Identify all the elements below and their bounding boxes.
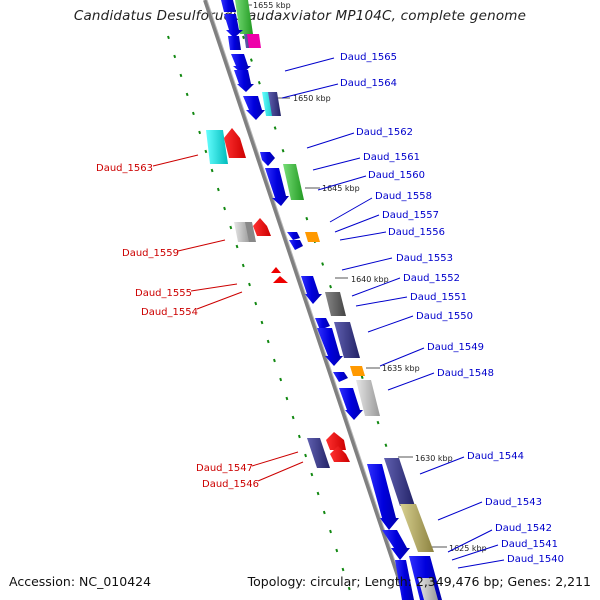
right-gene-labels: Daud_1565 Daud_1564 Daud_1562 Daud_1561 … xyxy=(340,52,564,565)
gene-block xyxy=(235,0,253,34)
gene-block xyxy=(400,504,434,552)
gene-label-daud-1552[interactable]: Daud_1552 xyxy=(403,273,460,284)
gene-block xyxy=(334,322,360,358)
gene-block xyxy=(356,380,380,416)
gene-block xyxy=(418,578,438,600)
gene-block xyxy=(221,0,236,12)
gene-label-daud-1541[interactable]: Daud_1541 xyxy=(501,539,558,550)
map-title: Candidatus Desulforudis audaxviator MP10… xyxy=(73,8,527,24)
gene-arrow xyxy=(265,168,289,206)
genome-backbone xyxy=(203,0,408,600)
kbp-label-1635: 1635 kbp xyxy=(382,364,420,373)
gene-label-daud-1554[interactable]: Daud_1554 xyxy=(141,307,198,318)
gene-label-daud-1548[interactable]: Daud_1548 xyxy=(437,368,494,379)
gene-block xyxy=(305,232,320,242)
gene-block xyxy=(247,34,261,48)
gene-arrow xyxy=(253,218,271,236)
gene-arrow xyxy=(224,128,246,158)
kbp-label-1645: 1645 kbp xyxy=(322,184,360,193)
right-label-leaders xyxy=(281,57,505,569)
gene-arrow xyxy=(367,464,399,530)
gene-label-daud-1558[interactable]: Daud_1558 xyxy=(375,191,432,202)
gene-label-daud-1544[interactable]: Daud_1544 xyxy=(467,451,524,462)
kbp-markers: 1655 kbp 1650 kbp 1645 kbp 1640 kbp 1635… xyxy=(239,1,487,553)
gene-label-daud-1543[interactable]: Daud_1543 xyxy=(485,497,542,508)
kbp-label-1625: 1625 kbp xyxy=(449,544,487,553)
gene-label-daud-1540[interactable]: Daud_1540 xyxy=(507,554,564,565)
gene-block xyxy=(228,36,241,50)
left-label-leaders xyxy=(152,154,304,482)
reverse-strand-genes xyxy=(206,128,350,468)
gene-block xyxy=(395,560,414,600)
gene-arrow xyxy=(339,388,363,420)
gene-arrow xyxy=(287,232,300,240)
gene-label-daud-1562[interactable]: Daud_1562 xyxy=(356,127,413,138)
gene-block xyxy=(350,366,365,376)
gene-label-daud-1557[interactable]: Daud_1557 xyxy=(382,210,439,221)
gene-label-daud-1556[interactable]: Daud_1556 xyxy=(388,227,445,238)
gene-arrow xyxy=(224,14,243,38)
kbp-label-1630: 1630 kbp xyxy=(415,454,453,463)
gene-block xyxy=(206,130,228,164)
kbp-label-1640: 1640 kbp xyxy=(351,275,389,284)
kbp-label-1650: 1650 kbp xyxy=(293,94,331,103)
gene-arrow xyxy=(273,276,288,283)
gene-label-daud-1564[interactable]: Daud_1564 xyxy=(340,78,397,89)
gene-arrow xyxy=(289,240,303,250)
gene-label-daud-1563[interactable]: Daud_1563 xyxy=(96,163,153,174)
gene-label-daud-1542[interactable]: Daud_1542 xyxy=(495,523,552,534)
gene-block xyxy=(325,292,346,316)
gene-label-daud-1553[interactable]: Daud_1553 xyxy=(396,253,453,264)
gene-block xyxy=(384,458,415,506)
gene-label-daud-1549[interactable]: Daud_1549 xyxy=(427,342,484,353)
gene-arrow xyxy=(271,267,281,273)
gene-arrow xyxy=(317,328,343,366)
gene-arrow xyxy=(326,432,346,450)
genome-summary: Topology: circular; Length: 2,349,476 bp… xyxy=(247,574,591,589)
gene-label-daud-1550[interactable]: Daud_1550 xyxy=(416,311,473,322)
gene-block xyxy=(283,164,304,200)
gene-block xyxy=(307,438,330,468)
gene-arrow xyxy=(382,530,410,560)
gene-arrow xyxy=(243,96,265,120)
kbp-label-1655: 1655 kbp xyxy=(253,1,291,10)
left-gene-labels: Daud_1563 Daud_1559 Daud_1555 Daud_1554 … xyxy=(96,163,259,490)
gene-label-daud-1561[interactable]: Daud_1561 xyxy=(363,152,420,163)
gene-label-daud-1551[interactable]: Daud_1551 xyxy=(410,292,467,303)
gene-arrow xyxy=(231,54,251,74)
gene-arrow xyxy=(301,276,322,304)
gene-block xyxy=(268,92,281,116)
gene-arrow xyxy=(333,372,348,382)
gene-block xyxy=(245,222,256,242)
accession-label: Accession: NC_010424 xyxy=(9,574,152,589)
gene-label-daud-1546[interactable]: Daud_1546 xyxy=(202,479,259,490)
gene-arrow xyxy=(260,152,275,166)
backbone-highlight xyxy=(206,0,409,600)
forward-strand-genes xyxy=(221,0,442,600)
gene-arrow xyxy=(315,318,330,330)
gene-label-daud-1559[interactable]: Daud_1559 xyxy=(122,248,179,259)
gene-label-daud-1555[interactable]: Daud_1555 xyxy=(135,288,192,299)
gene-arrow xyxy=(234,70,254,92)
gene-label-daud-1565[interactable]: Daud_1565 xyxy=(340,52,397,63)
gene-label-daud-1547[interactable]: Daud_1547 xyxy=(196,463,253,474)
gene-arrow xyxy=(330,446,350,462)
gene-label-daud-1560[interactable]: Daud_1560 xyxy=(368,170,425,181)
